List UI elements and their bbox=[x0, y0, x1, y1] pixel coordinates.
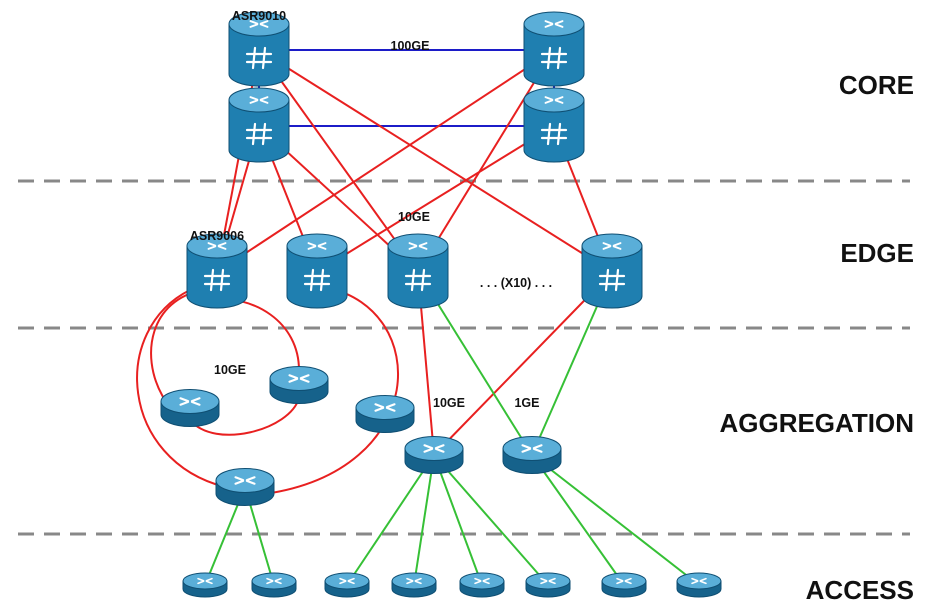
ring-link-10ge bbox=[264, 287, 399, 495]
link-10ge bbox=[258, 49, 419, 273]
link-label-ring-10ge: 10GE bbox=[214, 363, 246, 377]
link-10ge bbox=[216, 49, 555, 273]
router-icon bbox=[391, 572, 437, 598]
router-icon bbox=[215, 468, 275, 506]
link-10ge bbox=[433, 271, 613, 456]
router-icon bbox=[355, 395, 415, 433]
router-chassis-icon bbox=[523, 11, 585, 87]
router-chassis-icon bbox=[581, 233, 643, 309]
router-chassis-icon bbox=[286, 233, 348, 309]
ring-link-10ge bbox=[330, 288, 370, 414]
layer-label-aggregation: AGGREGATION bbox=[719, 408, 914, 438]
layer-label-core: CORE bbox=[839, 70, 914, 100]
links bbox=[136, 49, 700, 586]
router-icon bbox=[251, 572, 297, 598]
edge-repeat-label: . . . (X10) . . . bbox=[480, 276, 552, 290]
router-chassis-icon bbox=[228, 11, 290, 87]
device-label-asr9010: ASR9010 bbox=[232, 9, 286, 23]
ring-link-10ge bbox=[136, 289, 226, 488]
link-1ge bbox=[433, 454, 549, 586]
router-icon bbox=[525, 572, 571, 598]
layer-label-edge: EDGE bbox=[840, 238, 914, 268]
router-icon bbox=[182, 572, 228, 598]
link-label-core-edge-10ge: 10GE bbox=[398, 210, 430, 224]
ring-link-10ge bbox=[189, 397, 300, 436]
link-label-agg-10ge: 10GE bbox=[433, 396, 465, 410]
link-10ge bbox=[258, 49, 613, 273]
link-10ge bbox=[417, 49, 555, 273]
router-icon bbox=[324, 572, 370, 598]
link-1ge bbox=[346, 454, 435, 586]
link-1ge bbox=[413, 454, 435, 586]
router-icon bbox=[601, 572, 647, 598]
router-icon bbox=[269, 366, 329, 404]
link-1ge bbox=[433, 454, 483, 586]
router-chassis-icon bbox=[186, 233, 248, 309]
link-label-100ge: 100GE bbox=[391, 39, 430, 53]
router-icon bbox=[676, 572, 722, 598]
router-icon bbox=[459, 572, 505, 598]
devices bbox=[160, 11, 722, 598]
router-chassis-icon bbox=[228, 87, 290, 163]
router-chassis-icon bbox=[523, 87, 585, 163]
ring-link-10ge bbox=[214, 298, 301, 373]
link-label-agg-1ge: 1GE bbox=[514, 396, 539, 410]
link-10ge bbox=[316, 125, 555, 273]
device-label-asr9006: ASR9006 bbox=[190, 229, 244, 243]
router-chassis-icon bbox=[387, 233, 449, 309]
router-icon bbox=[160, 389, 220, 427]
link-1ge bbox=[531, 454, 700, 586]
router-icon bbox=[502, 436, 562, 474]
link-1ge bbox=[531, 454, 625, 586]
layer-label-access: ACCESS bbox=[806, 575, 914, 604]
router-icon bbox=[404, 436, 464, 474]
